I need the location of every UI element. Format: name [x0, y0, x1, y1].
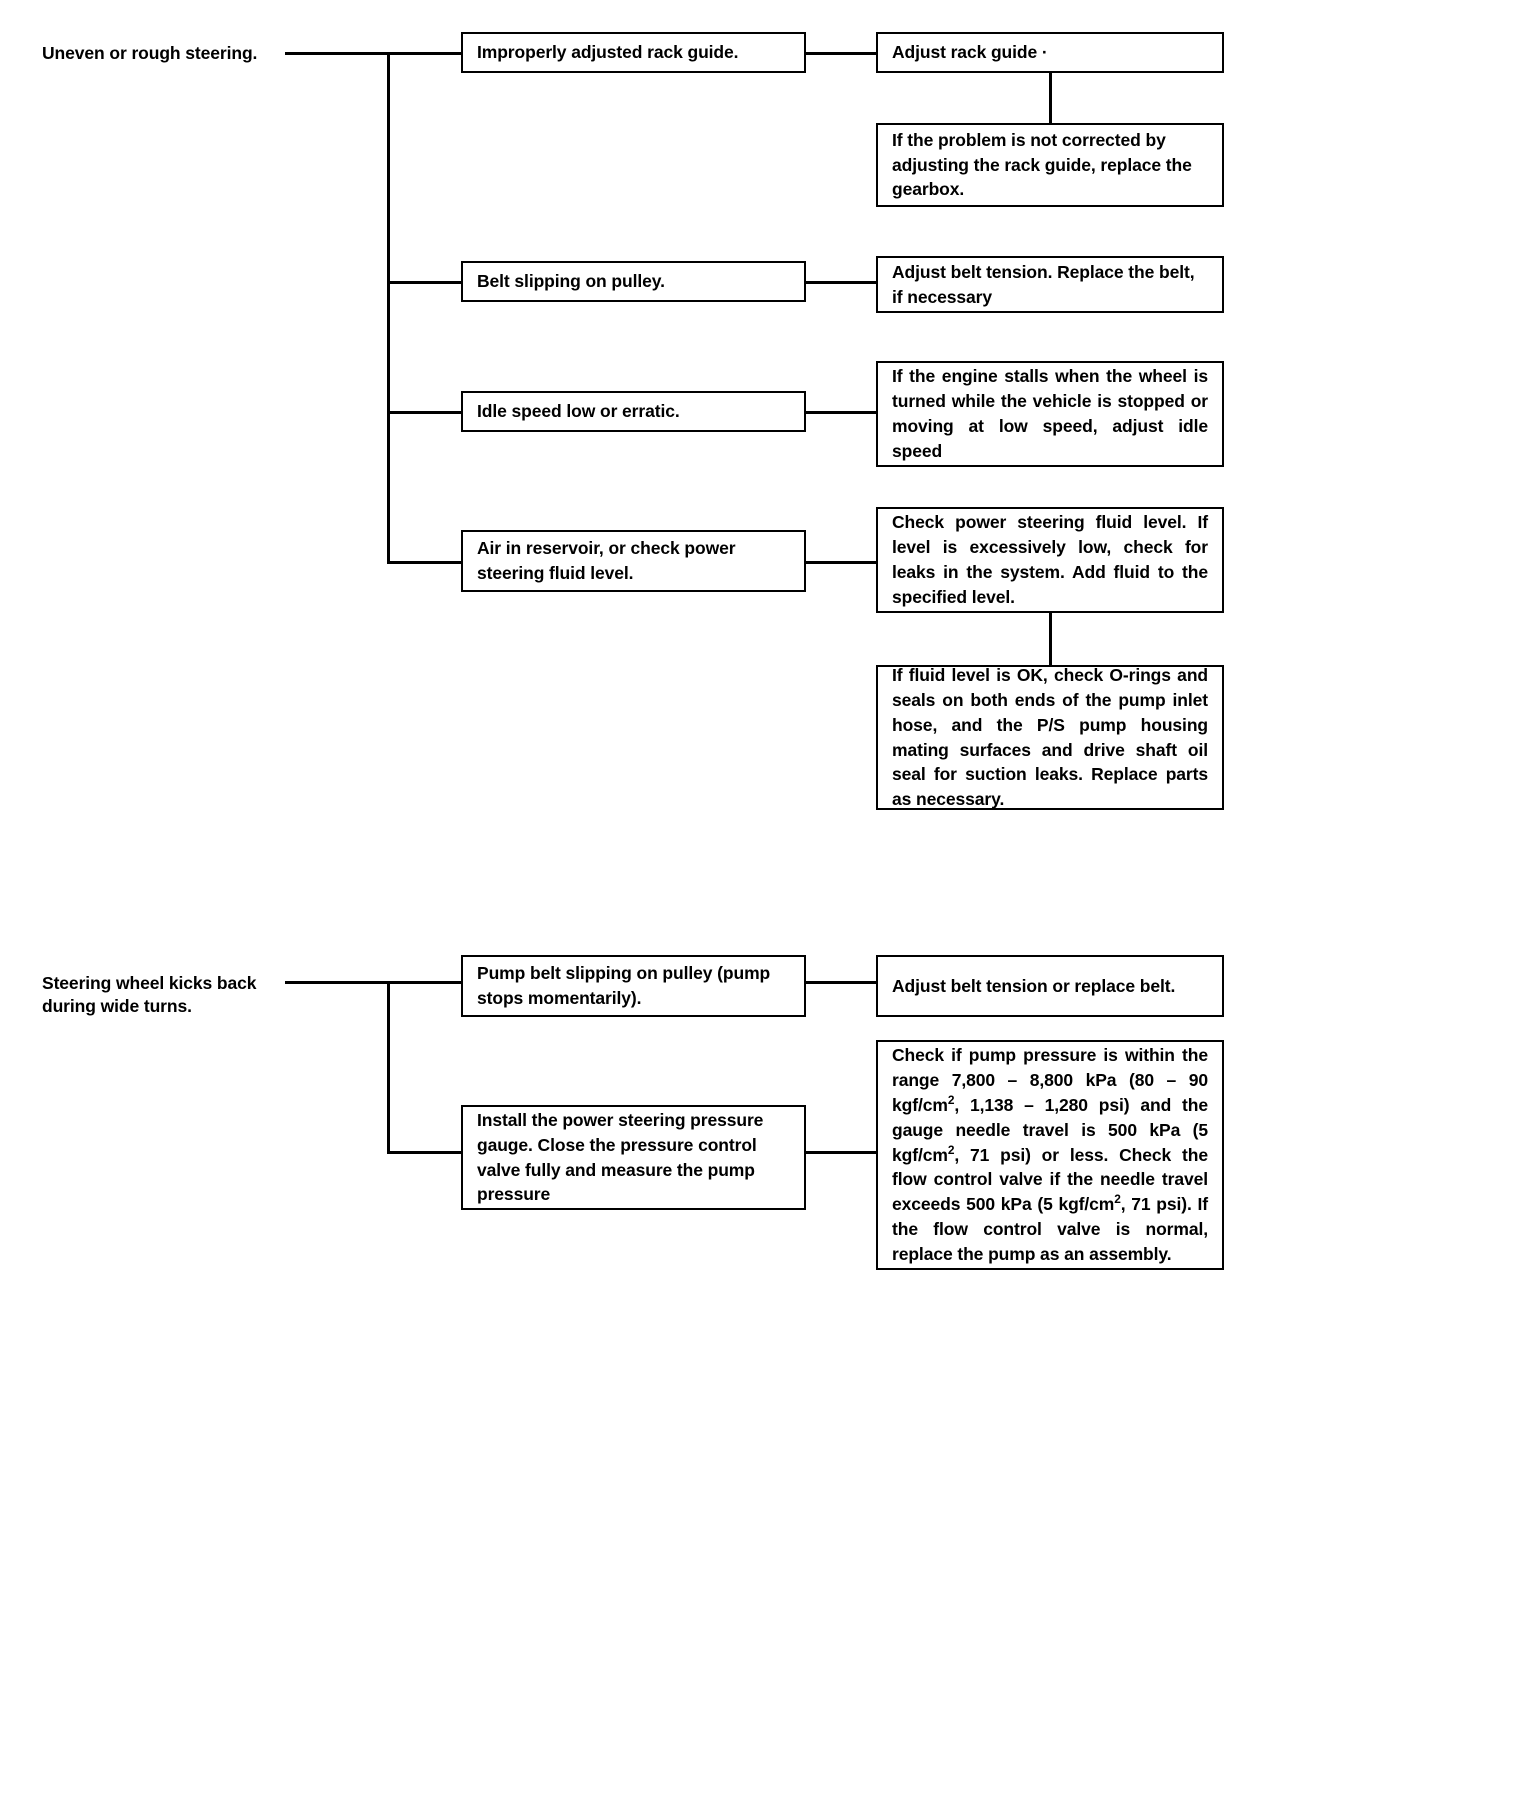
remedy-box-check-fluid-level-text: Check power steering fluid level. If lev… — [892, 512, 1208, 607]
pressure-text-part2: , 1,138 – 1,280 psi) and the gauge needl… — [892, 1094, 1208, 1165]
connector-branch-pump-belt — [387, 981, 461, 984]
remedy-box-adjust-idle-speed-text: If the engine stalls when the wheel is t… — [892, 366, 1208, 461]
cause-box-rack-guide[interactable]: Improperly adjusted rack guide. — [461, 32, 806, 73]
cause-box-belt-slipping[interactable]: Belt slipping on pulley. — [461, 261, 806, 302]
cause-box-pump-belt-slipping-text: Pump belt slipping on pulley (pump stops… — [477, 963, 771, 1008]
symptom-label-steering-wheel-kicks-back: Steering wheel kicks back during wide tu… — [42, 973, 257, 1017]
cause-box-air-in-reservoir[interactable]: Air in reservoir, or check power steerin… — [461, 530, 806, 592]
remedy-box-adjust-or-replace-belt-text: Adjust belt tension or replace belt. — [892, 975, 1176, 996]
connector-rackguide-to-gearbox — [1049, 72, 1052, 124]
remedy-box-replace-gearbox-text: If the problem is not corrected by adjus… — [892, 129, 1192, 200]
cause-box-install-pressure-gauge[interactable]: Install the power steering pressure gaug… — [461, 1105, 806, 1210]
pressure-text-part4: , 71 psi). If the flow control valve is … — [892, 1194, 1208, 1264]
connector-branch-idle — [387, 411, 461, 414]
connector-rack-guide-to-remedy — [806, 52, 878, 55]
pressure-superscript-3: 2 — [1114, 1192, 1121, 1207]
remedy-box-check-pump-pressure-text: Check if pump pressure is within the ran… — [878, 1043, 1222, 1267]
connector-trunk-section2 — [387, 981, 390, 1153]
pressure-text-part1: Check if pump pressure is within the ran… — [892, 1045, 1208, 1115]
remedy-box-adjust-rack-guide[interactable]: Adjust rack guide · — [876, 32, 1224, 73]
remedy-box-adjust-belt-tension[interactable]: Adjust belt tension. Replace the belt, i… — [876, 256, 1224, 313]
cause-box-pump-belt-slipping[interactable]: Pump belt slipping on pulley (pump stops… — [461, 955, 806, 1017]
remedy-box-check-fluid-level[interactable]: Check power steering fluid level. If lev… — [876, 507, 1224, 613]
remedy-box-adjust-belt-tension-text: Adjust belt tension. Replace the belt, i… — [892, 261, 1195, 307]
remedy-box-check-orings-seals-text: If fluid level is OK, check O-rings and … — [892, 664, 1208, 810]
connector-branch-air — [387, 561, 461, 564]
connector-branch-belt — [387, 281, 461, 284]
cause-box-install-pressure-gauge-text: Install the power steering pressure gaug… — [477, 1109, 764, 1205]
cause-box-belt-slipping-text: Belt slipping on pulley. — [477, 271, 665, 292]
connector-branch-pressure-gauge — [387, 1151, 461, 1154]
cause-box-idle-speed[interactable]: Idle speed low or erratic. — [461, 391, 806, 432]
connector-trunk-section1 — [387, 52, 390, 562]
pressure-text-part3: , 71 psi) or less. Check the flow contro… — [892, 1144, 1208, 1215]
cause-box-air-in-reservoir-text: Air in reservoir, or check power steerin… — [477, 538, 736, 583]
connector-belt-to-remedy — [806, 281, 878, 284]
connector-gauge-to-remedy — [806, 1151, 878, 1154]
remedy-box-adjust-idle-speed[interactable]: If the engine stalls when the wheel is t… — [876, 361, 1224, 467]
connector-branch-rack-guide — [387, 52, 461, 55]
remedy-box-adjust-rack-guide-text: Adjust rack guide · — [892, 42, 1048, 63]
connector-pump-belt-to-remedy — [806, 981, 878, 984]
remedy-box-replace-gearbox[interactable]: If the problem is not corrected by adjus… — [876, 123, 1224, 207]
connector-fluid-to-oring — [1049, 613, 1052, 665]
symptom-label-uneven-rough-steering: Uneven or rough steering. — [42, 43, 258, 63]
connector-symptom2-horizontal — [285, 981, 389, 984]
connector-idle-to-remedy — [806, 411, 878, 414]
pressure-superscript-1: 2 — [947, 1093, 955, 1108]
remedy-box-check-orings-seals[interactable]: If fluid level is OK, check O-rings and … — [876, 665, 1224, 810]
connector-air-to-remedy — [806, 561, 878, 564]
pressure-superscript-2: 2 — [947, 1142, 955, 1157]
remedy-box-adjust-or-replace-belt[interactable]: Adjust belt tension or replace belt. — [876, 955, 1224, 1017]
connector-symptom1-horizontal — [285, 52, 389, 55]
remedy-box-check-pump-pressure[interactable]: Check if pump pressure is within the ran… — [876, 1040, 1224, 1270]
cause-box-rack-guide-text: Improperly adjusted rack guide. — [477, 42, 739, 63]
cause-box-idle-speed-text: Idle speed low or erratic. — [477, 401, 680, 422]
